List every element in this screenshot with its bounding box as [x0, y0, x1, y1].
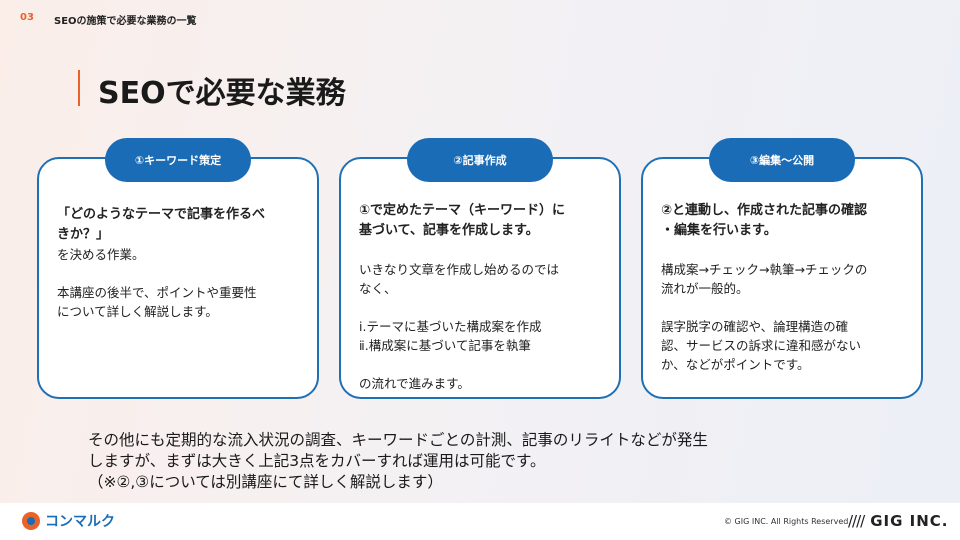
card-text-line: ⅱ.構成案に基づいて記事を執筆 — [359, 338, 531, 353]
card-lead-line: ①で定めたテーマ（キーワード）に — [359, 203, 566, 218]
title-accent-bar — [78, 70, 80, 106]
brand-name: GIG INC. — [870, 512, 949, 530]
card-keyword-planning: 「どのようなテーマで記事を作るべ きか？」 を決める作業。 本講座の後半で、ポイ… — [37, 157, 319, 399]
card-text-line: 構成案→チェック→執筆→チェックの — [661, 262, 868, 277]
card-body: ②と連動し、作成された記事の確認 ・編集を行います。 構成案→チェック→執筆→チ… — [661, 201, 913, 374]
card-lead-line: ・編集を行います。 — [661, 223, 777, 238]
logo-text: コンマルク — [45, 514, 115, 530]
top-bar: 03 SEOの施策で必要な業務の一覧 — [0, 0, 960, 34]
note-line: その他にも定期的な流入状況の調査、キーワードごとの計測、記事のリライトなどが発生 — [88, 431, 708, 449]
breadcrumb: SEOの施策で必要な業務の一覧 — [54, 16, 197, 27]
card-text-line: 流れが一般的。 — [661, 281, 749, 296]
brand-slashes-icon: //// — [848, 512, 865, 530]
card-lead-line: 「どのようなテーマで記事を作るべ — [57, 207, 266, 222]
note-line: しますが、まずは大きく上記3点をカバーすれば運用は可能です。 — [88, 452, 546, 470]
card-text-line: 本講座の後半で、ポイントや重要性 — [57, 285, 257, 300]
brand-logo: //// GIG INC. — [848, 512, 949, 530]
slide-number: 03 — [20, 12, 34, 23]
card-tag-keyword-planning: ①キーワード策定 — [105, 138, 251, 182]
card-text-line: 認、サービスの訴求に違和感がない — [661, 338, 862, 353]
card-edit-publish: ②と連動し、作成された記事の確認 ・編集を行います。 構成案→チェック→執筆→チ… — [641, 157, 923, 399]
card-lead-line: 基づいて、記事を作成します。 — [359, 223, 539, 238]
card-text-line: ⅰ.テーマに基づいた構成案を作成 — [359, 319, 542, 334]
card-text-line: 誤字脱字の確認や、論理構造の確 — [661, 319, 849, 334]
card-body: ①で定めたテーマ（キーワード）に 基づいて、記事を作成します。 いきなり文章を作… — [359, 201, 611, 393]
copyright: © GIG INC. All Rights Reserved. — [724, 517, 851, 526]
card-lead-line: ②と連動し、作成された記事の確認 — [661, 203, 868, 218]
card-text-line: いきなり文章を作成し始めるのでは — [359, 262, 560, 277]
logo: コンマルク — [22, 511, 115, 531]
card-text-line: なく、 — [359, 281, 397, 296]
footnote-text: その他にも定期的な流入状況の調査、キーワードごとの計測、記事のリライトなどが発生… — [88, 430, 888, 493]
note-line: （※②,③については別講座にて詳しく解説します） — [88, 473, 443, 491]
card-article-writing: ①で定めたテーマ（キーワード）に 基づいて、記事を作成します。 いきなり文章を作… — [339, 157, 621, 399]
card-text-line: の流れで進みます。 — [359, 376, 470, 391]
page-title: SEOで必要な業務 — [98, 76, 346, 111]
card-lead-line: きか？」 — [57, 227, 110, 242]
footer: コンマルク © GIG INC. All Rights Reserved. //… — [0, 503, 960, 540]
card-text-line: について詳しく解説します。 — [57, 304, 218, 319]
card-tag-edit-publish: ③編集～公開 — [709, 138, 855, 182]
logo-mark-icon — [22, 512, 40, 530]
card-text-line: か、などがポイントです。 — [661, 357, 810, 372]
card-text-line: を決める作業。 — [57, 247, 145, 262]
card-body: 「どのようなテーマで記事を作るべ きか？」 を決める作業。 本講座の後半で、ポイ… — [57, 205, 309, 321]
card-tag-article-writing: ②記事作成 — [407, 138, 553, 182]
